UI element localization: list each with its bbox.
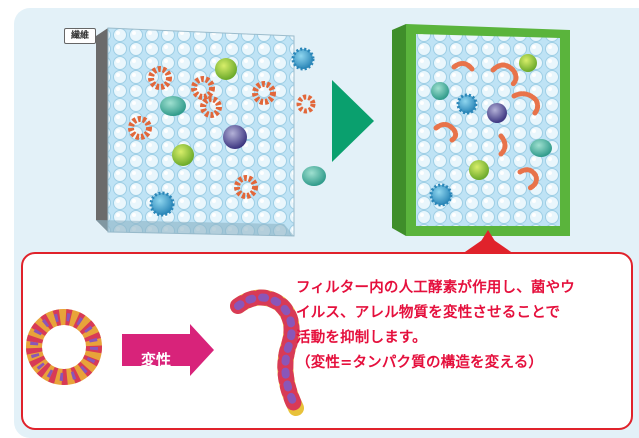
bacteria-green-icon	[172, 144, 194, 166]
denature-label: 変性	[140, 351, 171, 369]
bacteria-green-icon	[215, 58, 237, 80]
description-line: 活動を抑制します。	[296, 330, 427, 346]
denatured-protein-icon	[230, 289, 304, 416]
allergen-ring-icon	[128, 66, 316, 199]
virus-icon	[149, 47, 315, 217]
filter-label: 繊維	[64, 28, 96, 44]
protein-ring-icon	[26, 309, 102, 385]
bacteria-purple-icon	[223, 125, 247, 149]
mold-icon	[302, 166, 326, 186]
mold-icon	[530, 139, 552, 157]
bacteria-green-icon	[519, 54, 537, 72]
description-text: フィルター内の人工酵素が作用し、菌やウ イルス、アレル物質を変性させることで 活…	[296, 276, 626, 376]
denature-arrow-icon	[122, 324, 214, 376]
process-arrow-icon	[332, 80, 374, 162]
treated-filter	[392, 24, 570, 236]
untreated-filter	[96, 27, 295, 237]
virus-icon	[429, 93, 478, 207]
description-line: （変性=タンパク質の構造を変える）	[296, 355, 544, 371]
mold-icon	[160, 96, 186, 116]
description-line: イルス、アレル物質を変性させることで	[296, 305, 561, 321]
denatured-allergen-icon	[433, 61, 541, 191]
bacteria-green-icon	[469, 160, 489, 180]
mold-icon	[431, 82, 449, 100]
description-line: フィルター内の人工酵素が作用し、菌やウ	[296, 280, 576, 296]
bacteria-purple-icon	[487, 103, 507, 123]
